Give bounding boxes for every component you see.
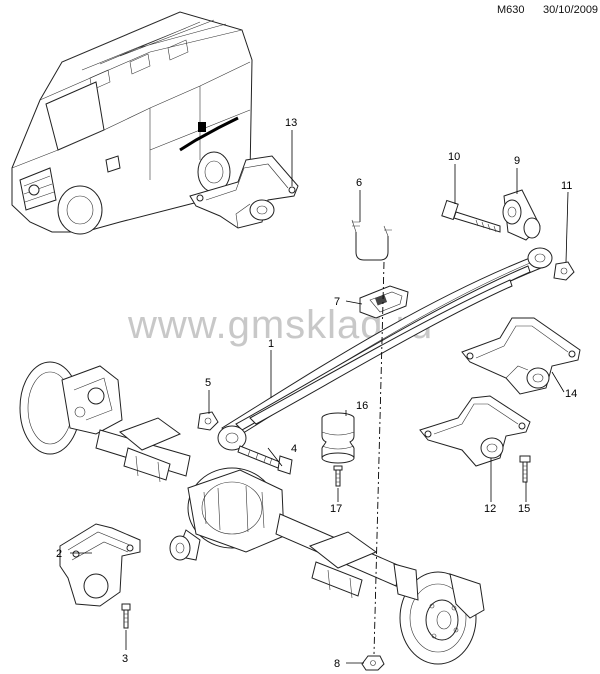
callout-12: 12 [484,503,496,515]
callout-9: 9 [514,155,520,167]
callout-14: 14 [565,388,577,400]
callout-7: 7 [334,296,340,308]
spring-clamp-plate [359,285,409,319]
bump-stop [321,412,355,487]
callout-1: 1 [268,338,274,350]
front-eye-bolt [197,411,293,475]
callout-4: 4 [291,443,297,455]
callout-10: 10 [448,151,460,163]
assembly-axis-line [373,261,385,655]
rear-axle [19,361,485,665]
leaf-spring [217,247,553,451]
rear-hanger-bracket [461,317,581,395]
callout-5: 5 [205,377,211,389]
callout-15: 15 [518,503,530,515]
diagram-code: M630 [497,4,525,16]
van-illustration [11,11,253,235]
callout-3: 3 [122,653,128,665]
u-bolt [351,219,392,261]
callout-8: 8 [334,658,340,670]
diagram-date: 30/10/2009 [543,4,599,16]
callout-17: 17 [330,503,342,515]
lower-mount-bracket [59,523,141,629]
shackle-bracket [419,395,531,483]
callout-2: 2 [56,548,62,560]
callout-16: 16 [356,400,368,412]
callout-labels: 1 2 3 4 5 6 7 8 9 10 11 12 13 14 15 16 1… [56,117,577,670]
callout-11: 11 [561,180,572,192]
callout-6: 6 [356,177,362,189]
callout-13: 13 [285,117,297,129]
front-hanger-bracket [189,155,299,229]
u-bolt-nut [361,655,385,671]
leader-lines [70,130,569,664]
shackle-assembly [441,189,575,281]
